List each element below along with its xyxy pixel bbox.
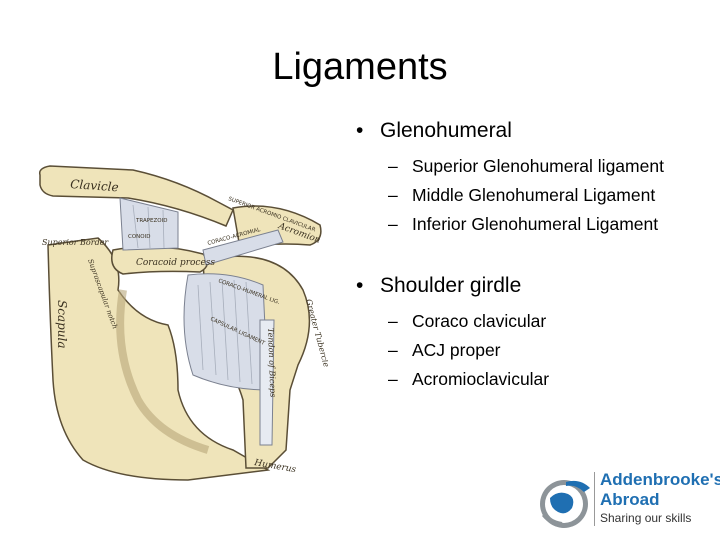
addenbrookes-abroad-logo: Addenbrooke's Abroad Sharing our skills xyxy=(536,468,720,532)
sub-bullet-text: ACJ proper xyxy=(412,340,501,360)
logo-divider xyxy=(594,472,595,526)
sub-bullet-item: – Superior Glenohumeral ligament xyxy=(350,152,710,181)
sub-bullet-item: – Acromioclavicular xyxy=(350,365,710,394)
coraco-acromial-ligament xyxy=(202,229,284,266)
sub-bullet-item: – Middle Glenohumeral Ligament xyxy=(350,181,710,210)
ligament-striations xyxy=(132,204,253,385)
dash-marker: – xyxy=(388,185,398,205)
dash-marker: – xyxy=(388,156,398,176)
sub-bullet-item: – Coraco clavicular xyxy=(350,307,710,336)
dash-marker: – xyxy=(388,340,398,360)
bullet-heading: • Glenohumeral xyxy=(350,114,710,148)
bullet-heading: • Shoulder girdle xyxy=(350,269,710,303)
sub-bullet-text: Coraco clavicular xyxy=(412,311,547,331)
label-scapula: Scapula xyxy=(55,300,69,349)
label-clavicle: Clavicle xyxy=(70,177,119,194)
label-conoid: CONOID xyxy=(128,234,150,240)
sub-bullet-text: Superior Glenohumeral ligament xyxy=(412,156,664,176)
bullet-heading-text: Glenohumeral xyxy=(380,119,512,142)
sub-bullet-text: Middle Glenohumeral Ligament xyxy=(412,185,656,205)
bullet-heading-text: Shoulder girdle xyxy=(380,274,522,297)
label-trapezoid: TRAPEZOID xyxy=(135,218,167,224)
sub-bullet-item: – Inferior Glenohumeral Ligament xyxy=(350,210,710,239)
label-coracoid: Coracoid process xyxy=(136,258,215,268)
sub-bullet-text: Acromioclavicular xyxy=(412,369,550,389)
logo-line1: Addenbrooke's xyxy=(600,470,720,489)
bullet-dot: • xyxy=(356,119,364,142)
dash-marker: – xyxy=(388,214,398,234)
bullet-dot: • xyxy=(356,274,364,297)
sub-bullet-list: – Coraco clavicular – ACJ proper – Acrom… xyxy=(350,307,710,394)
sub-bullet-text: Inferior Glenohumeral Ligament xyxy=(412,214,659,234)
label-superior-border: Superior Border xyxy=(42,238,109,247)
dash-marker: – xyxy=(388,311,398,331)
sub-bullet-list: – Superior Glenohumeral ligament – Middl… xyxy=(350,152,710,239)
bullet-group-glenohumeral: • Glenohumeral – Superior Glenohumeral l… xyxy=(350,114,710,239)
globe-icon xyxy=(540,480,590,528)
bullet-group-shoulder-girdle: • Shoulder girdle – Coraco clavicular – … xyxy=(350,269,710,394)
scapula-shape xyxy=(47,237,271,481)
shoulder-ligaments-illustration: Clavicle Acromion Superior Border Coraco… xyxy=(38,165,328,481)
sub-bullet-item: – ACJ proper xyxy=(350,336,710,365)
clavicle-shape xyxy=(38,165,234,227)
biceps-tendon xyxy=(259,319,275,446)
scapula-shadow xyxy=(116,289,210,454)
logo-tagline: Sharing our skills xyxy=(600,511,692,525)
logo-line2: Abroad xyxy=(600,490,660,509)
bullet-list: • Glenohumeral – Superior Glenohumeral l… xyxy=(350,114,710,418)
dash-marker: – xyxy=(388,369,398,389)
slide-title: Ligaments xyxy=(272,46,448,88)
label-tendon-biceps: Tendon of Biceps xyxy=(266,328,277,398)
